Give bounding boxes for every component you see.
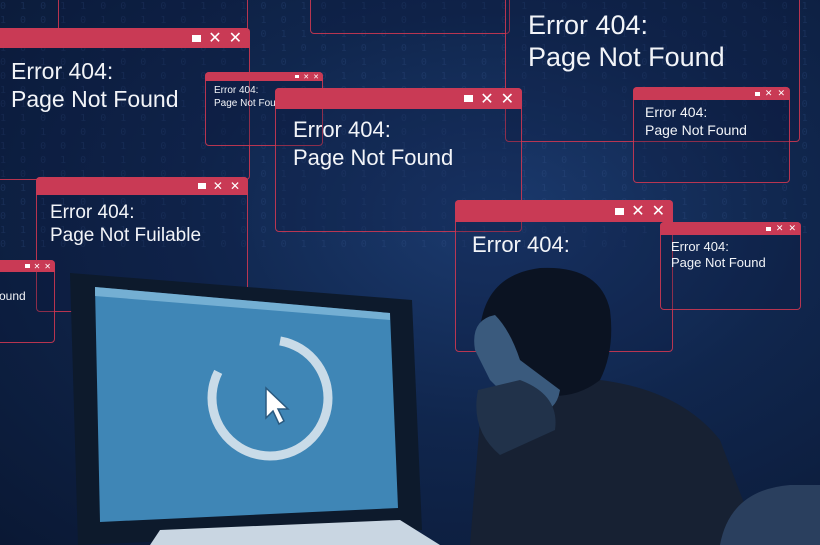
close-icon[interactable]: ✕ xyxy=(212,179,223,193)
close-icon[interactable]: ✕ xyxy=(229,179,240,193)
error-title: Error 404: xyxy=(293,117,391,142)
close-icon[interactable]: ✕ xyxy=(777,88,785,98)
maximize-icon[interactable] xyxy=(765,226,771,231)
maximize-icon[interactable] xyxy=(754,91,760,96)
error-window: ✕ ✕ Error 404: Page Not Found xyxy=(275,88,522,232)
error-window: ✕✕ Error 404: Page Not Found xyxy=(205,72,323,146)
error-message: Page Not Found xyxy=(293,145,454,170)
close-icon[interactable]: ✕ xyxy=(480,90,494,108)
close-icon[interactable]: ✕ xyxy=(775,223,784,233)
error-title: Error 404: xyxy=(671,239,729,254)
monitor-screen xyxy=(95,287,398,522)
close-icon[interactable]: ✕ xyxy=(208,30,222,47)
error-window: ✕ ✕ Error 404: Page Not Found xyxy=(660,222,801,310)
error-message: Page Not Found xyxy=(645,122,747,138)
maximize-icon[interactable] xyxy=(197,183,206,189)
error-title: Error 404: xyxy=(472,232,570,257)
maximize-icon[interactable] xyxy=(192,34,202,42)
error-title: Error 404: xyxy=(528,10,649,40)
error-title: Error 404: xyxy=(11,58,114,84)
maximize-icon[interactable] xyxy=(615,207,625,215)
error-message: Page Not Found xyxy=(528,42,725,72)
close-icon[interactable]: ✕ xyxy=(788,223,796,233)
error-window: ✕✕ ound xyxy=(0,260,55,343)
error-window: ✕ ✕ Error 404: Page Not Found xyxy=(0,28,250,180)
error-message: Page Not Found xyxy=(214,98,287,109)
close-icon[interactable]: ✕ xyxy=(500,90,514,108)
error-window: Error 404: Page Not Found xyxy=(505,0,800,142)
error-message: ound xyxy=(0,289,26,303)
maximize-icon[interactable] xyxy=(24,264,30,268)
close-icon[interactable]: ✕ xyxy=(44,261,51,271)
error-window-frame xyxy=(310,0,510,34)
error-title: Error 404: xyxy=(645,104,708,120)
loading-spinner-icon xyxy=(207,335,333,461)
error-message: Page Not Fuilable xyxy=(50,225,202,246)
frustrated-person-silhouette xyxy=(470,267,820,545)
close-icon[interactable]: ✕ xyxy=(228,30,242,47)
chair xyxy=(720,485,820,545)
maximize-icon[interactable] xyxy=(464,95,474,102)
error-message: Page Not Found xyxy=(11,86,179,112)
close-icon[interactable]: ✕ xyxy=(631,203,645,220)
close-icon[interactable]: ✕ xyxy=(651,203,665,220)
maximize-icon[interactable] xyxy=(295,75,300,78)
error-window: ✕ ✕ Error 404: Page Not Found xyxy=(633,87,790,183)
close-icon[interactable]: ✕ xyxy=(313,73,319,81)
error-title: Error 404: xyxy=(214,85,259,96)
error-message: Page Not Found xyxy=(671,255,766,270)
cursor-icon xyxy=(265,386,290,426)
close-icon[interactable]: ✕ xyxy=(764,88,773,98)
error-title: Error 404: xyxy=(50,202,135,223)
close-icon[interactable]: ✕ xyxy=(33,261,41,271)
close-icon[interactable]: ✕ xyxy=(303,73,310,81)
